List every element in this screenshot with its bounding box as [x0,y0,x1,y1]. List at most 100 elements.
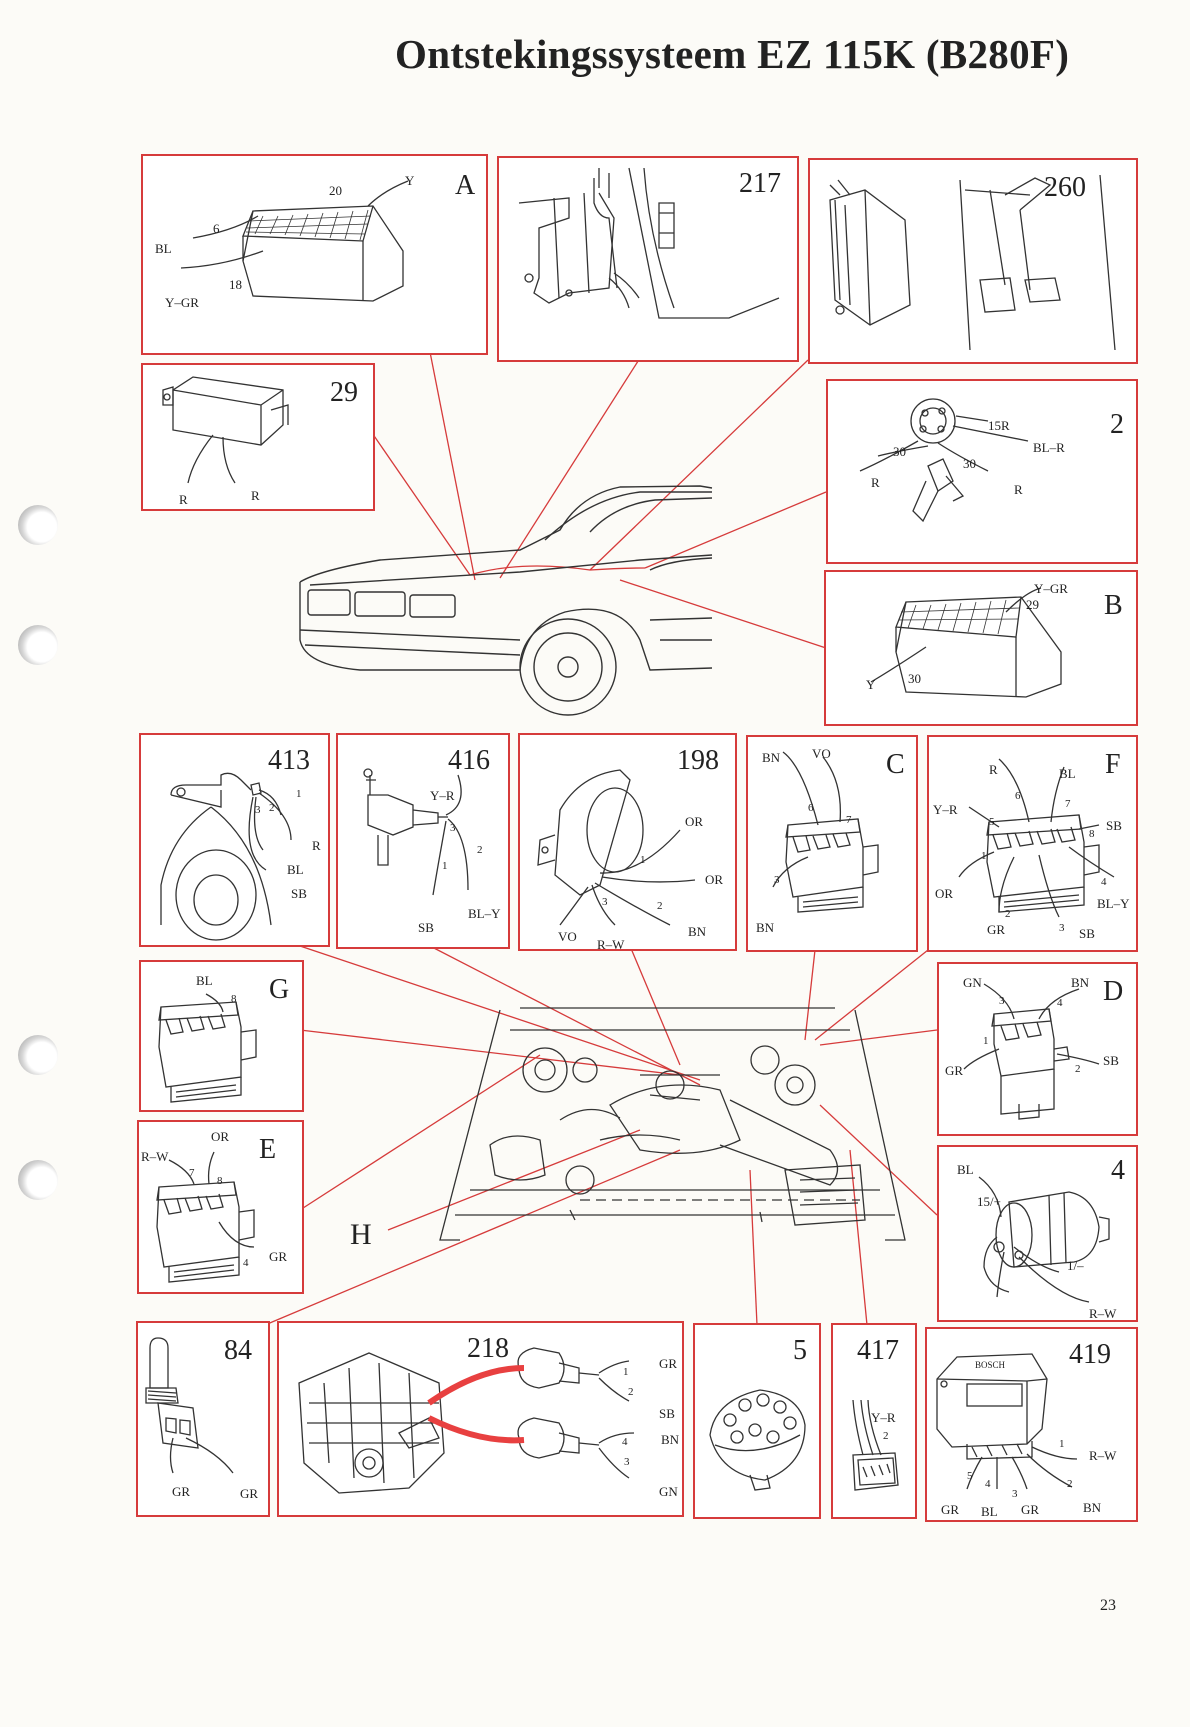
wire-color-label: R–W [1089,1306,1117,1321]
wire-color-label: GR [172,1484,191,1499]
pin-number: 7 [846,814,852,826]
brand-logo: BOSCH [975,1360,1006,1370]
pin-number: 1 [981,850,987,862]
wire-color-label: R [1014,482,1023,497]
wire-color-label: BL [957,1162,974,1177]
wire-color-label: BN [756,920,775,935]
wire-color-label: SB [418,920,434,935]
wire-color-label: OR [935,886,954,901]
wire-color-label: R–W [597,937,625,951]
wire-color-label: BL–Y [468,906,501,921]
pin-number: 3 [450,822,456,834]
wire-color-label: BL [155,241,172,256]
box-413: 413 1 3 2 R BL SB [139,733,330,947]
pin-number: 3 [774,874,780,886]
pin-number: 20 [329,183,342,198]
wire-color-label: Y [866,677,876,692]
binder-hole-icon [18,505,58,545]
box-label: 4 [1111,1155,1125,1186]
box-label: 416 [448,745,490,776]
box-29: 29 R R [141,363,375,511]
box-label: 217 [739,168,781,199]
pin-number: 4 [1101,876,1107,888]
wire-color-label: SB [659,1406,675,1421]
box-label: 84 [224,1335,252,1366]
box-label: G [269,974,290,1005]
wire-color-label: OR [211,1129,230,1144]
wire-color-label: R [312,838,321,853]
pin-number: 2 [269,802,275,814]
wire-color-label: GN [659,1484,678,1499]
box-label: 260 [1044,172,1086,203]
wire-color-label: R–W [141,1149,169,1164]
pin-number: 5 [967,1470,973,1482]
box-label: C [886,749,905,780]
pin-number: 8 [1089,828,1095,840]
wire-color-label: Y–R [871,1410,896,1425]
wire-color-label: GN [963,975,982,990]
wire-color-label: BL–Y [1097,896,1130,911]
pin-number: 1 [296,788,302,800]
wire-color-label: VO [558,929,577,944]
wire-color-label: BN [661,1432,680,1447]
engine-bay-illustration [439,1007,906,1241]
pin-number: 4 [1057,997,1063,1009]
wire-color-label: OR [685,814,704,829]
box-417: 417 Y–R 2 [831,1323,917,1519]
wire-color-label: GR [987,922,1006,937]
pin-label: 30 [963,456,976,471]
pin-number: 3 [602,896,608,908]
box-a: A 20 Y 6 BL 18 Y–GR [141,154,488,355]
terminal-label: 1/– [1067,1258,1084,1273]
box-84: 84 GR GR [136,1321,270,1517]
terminal-label: 15/+ [977,1194,1001,1209]
pin-label: 30 [893,444,906,459]
pin-number: 4 [622,1436,628,1448]
wire-color-label: GR [941,1502,960,1517]
page-title: Ontstekingssysteem EZ 115K (B280F) [395,31,1070,77]
wire-color-label: SB [1106,818,1122,833]
pin-number: 29 [1026,597,1039,612]
wire-color-label: GR [945,1063,964,1078]
box-label: 5 [793,1335,807,1366]
wire-color-label: GR [659,1356,678,1371]
box-b: B Y–GR 29 Y 30 [824,570,1138,726]
wire-color-label: GR [269,1249,288,1264]
pin-number: 2 [883,1430,889,1442]
pin-number: 2 [477,844,483,856]
pin-number: 1 [640,854,646,866]
box-label: 417 [857,1335,899,1366]
wire-color-label: R–W [1089,1448,1117,1463]
pin-number: 2 [657,900,663,912]
wire-color-label: BL [981,1504,998,1519]
box-217: 217 [497,156,799,362]
box-label: F [1105,749,1121,780]
pin-number: 2 [628,1386,634,1398]
box-label: A [455,170,476,201]
pin-number: 1 [623,1366,629,1378]
pin-number: 7 [189,1167,195,1179]
pin-number: 1 [1059,1438,1065,1450]
pin-label: 15R [988,418,1010,433]
wire-color-label: VO [812,746,831,761]
binder-hole-icon [18,625,58,665]
pin-number: 2 [1075,1063,1081,1075]
wire-color-label: BN [1071,975,1090,990]
pin-number: 18 [229,277,242,292]
pin-number: 2 [1067,1478,1073,1490]
wire-color-label: R [251,488,260,503]
box-419: 419 BOSCH 1 R–W 2 BN 5 4 3 GR BL GR [925,1327,1138,1522]
wire-color-label: OR [705,872,724,887]
box-label: D [1103,976,1124,1007]
pin-number: 6 [213,221,220,236]
box-label: E [259,1134,277,1165]
wire-color-label: SB [1079,926,1095,941]
box-label: B [1104,590,1123,621]
pin-number: 6 [808,802,814,814]
page-number: 23 [1100,1597,1116,1614]
pin-number: 4 [985,1478,991,1490]
pin-number: 6 [1015,790,1021,802]
pin-number: 1 [983,1035,989,1047]
wire-color-label: GR [240,1486,259,1501]
wire-color-label: R [989,762,998,777]
